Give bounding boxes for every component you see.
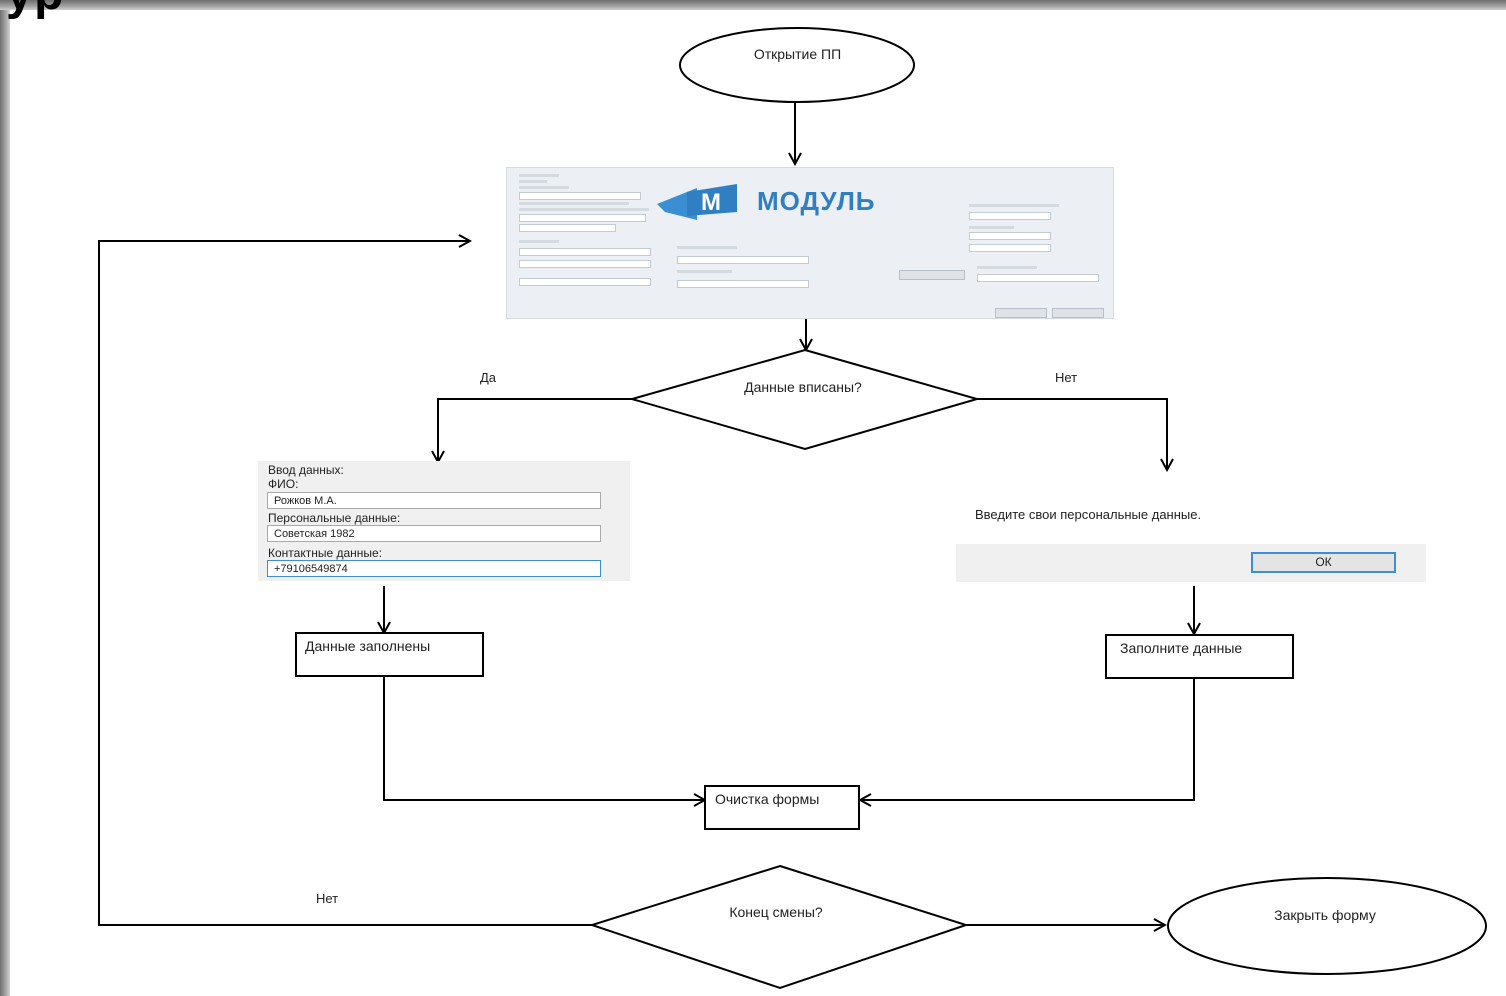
data-entry-form: Ввод данных: ФИО: Рожков М.А. Персональн… (258, 461, 630, 581)
personal-data-label: Персональные данные: (268, 511, 401, 525)
app-input (519, 192, 641, 200)
edge-filled-to-clear (383, 676, 705, 800)
module-brand-name: МОДУЛЬ (757, 186, 876, 216)
process-data-filled-label: Данные заполнены (305, 638, 431, 654)
message-box-text: Введите свои персональные данные. (975, 507, 1202, 522)
slide-frame-left (0, 0, 10, 996)
placeholder-line (519, 180, 547, 183)
app-input (677, 256, 809, 264)
yes-label: Да (480, 370, 497, 385)
page-heading-fragment: ур (6, 0, 65, 21)
process-clear-form-shape (704, 785, 860, 830)
entry-form-heading: Ввод данных: (268, 463, 344, 477)
app-button (899, 270, 965, 280)
no-label-right: Нет (1055, 370, 1078, 385)
app-ok-button (995, 308, 1047, 318)
end-label: Закрыть форму (1274, 907, 1376, 923)
placeholder-line (519, 208, 649, 211)
placeholder-line (519, 240, 559, 243)
edge-fill-to-clear (860, 678, 1195, 800)
decision-data-entered-label: Данные вписаны? (744, 379, 862, 395)
start-label: Открытие ПП (753, 46, 842, 62)
process-fill-data-shape (1105, 634, 1294, 679)
message-box-button-bar: ОК (956, 544, 1426, 582)
decision-data-entered-shape (628, 348, 981, 451)
ok-button[interactable]: ОК (1251, 552, 1396, 573)
app-input (977, 274, 1099, 282)
placeholder-line (519, 186, 569, 189)
edge-no-branch (977, 398, 1167, 470)
placeholder-line (977, 266, 1037, 269)
placeholder-line (519, 202, 629, 205)
contact-data-label: Контактные данные: (268, 546, 383, 560)
process-data-filled-shape (295, 632, 484, 677)
decision-end-shift-label: Конец смены? (729, 904, 823, 920)
process-fill-data-label: Заполните данные (1120, 640, 1243, 656)
app-cancel-button (1052, 308, 1104, 318)
fio-label: ФИО: (268, 477, 299, 491)
no-label-loop: Нет (316, 891, 339, 906)
app-input (969, 244, 1051, 252)
start-terminator (679, 27, 915, 103)
placeholder-line (969, 226, 1014, 229)
contact-data-field[interactable]: +79106549874 (267, 560, 601, 577)
edge-yes-branch (438, 398, 632, 462)
app-input (519, 260, 651, 268)
decision-end-shift-shape (588, 864, 970, 990)
module-logo-icon: М (657, 184, 737, 220)
process-clear-form-label: Очистка формы (715, 791, 820, 807)
app-input (519, 248, 651, 256)
placeholder-line (969, 204, 1059, 207)
app-input (519, 224, 616, 232)
slide-frame-top (0, 0, 1506, 10)
fio-field[interactable]: Рожков М.А. (267, 492, 601, 509)
app-input (969, 232, 1051, 240)
module-app-screenshot: М МОДУЛЬ (506, 167, 1114, 319)
app-input (519, 278, 651, 286)
placeholder-line (677, 270, 732, 273)
module-logo-letter: М (701, 189, 721, 216)
app-input (969, 212, 1051, 220)
app-input (677, 280, 809, 288)
end-terminator (1167, 877, 1487, 975)
placeholder-line (677, 246, 737, 249)
personal-data-field[interactable]: Советская 1982 (267, 525, 601, 542)
app-input (519, 214, 646, 222)
placeholder-line (519, 174, 559, 177)
edge-loop-back (98, 241, 592, 926)
